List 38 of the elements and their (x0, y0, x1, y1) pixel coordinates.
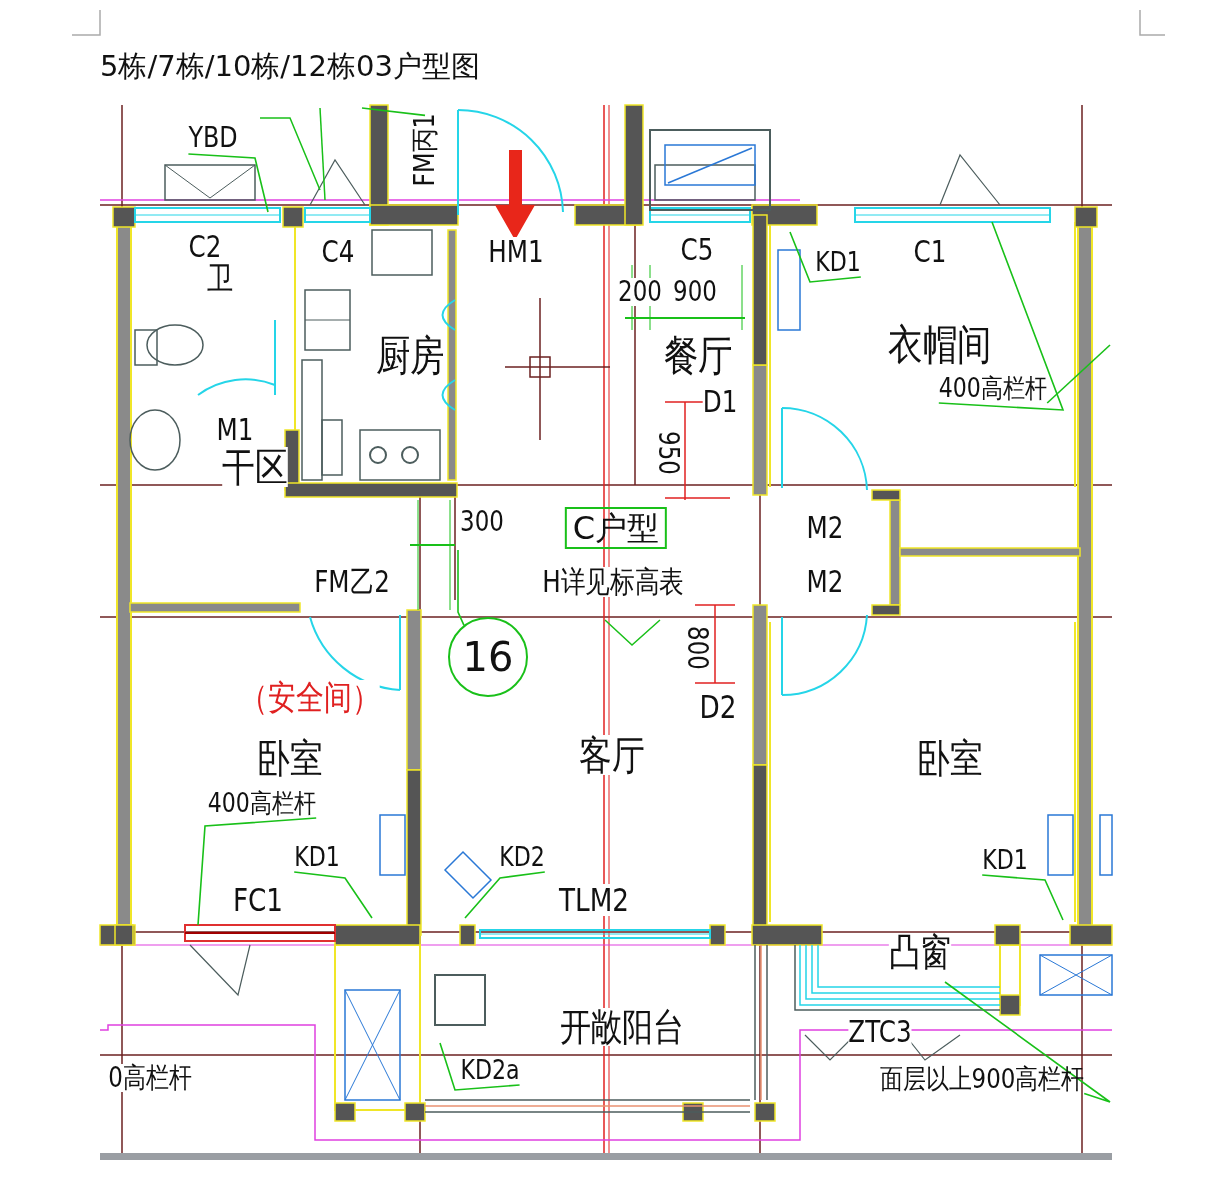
room-label: 卧室 (257, 738, 323, 778)
leader-line (1046, 344, 1111, 404)
leader-label: 400高栏杆 (207, 790, 317, 816)
leader-line (361, 107, 426, 117)
room-label: 凸窗 (888, 933, 952, 971)
leader-line (187, 153, 269, 213)
title: 5栋/7栋/10栋/12栋03户型图 (100, 52, 480, 81)
room-label: 餐厅 (663, 335, 733, 377)
leader-line (457, 549, 465, 627)
leader-line (789, 231, 862, 283)
leader-label: KD1 (294, 844, 340, 870)
dimension-label: 200 (618, 278, 662, 306)
leader-label: KD1 (982, 847, 1028, 873)
leader-line (197, 817, 317, 926)
room-label: 干区 (222, 447, 288, 487)
leader-label: 400高栏杆 (938, 375, 1048, 401)
axis-number-circle: 16 (448, 617, 528, 697)
leader-line (981, 874, 1064, 921)
leader-line (944, 981, 1111, 1103)
room-label: 衣帽间 (888, 324, 992, 366)
code-label: FM乙2 (314, 567, 390, 597)
room-label: 客厅 (579, 735, 645, 775)
leader-line (464, 871, 546, 919)
room-label: 卧室 (917, 738, 983, 778)
room-label: 卫 (206, 262, 234, 294)
leader-line (938, 221, 1065, 411)
leader-label: KD2a (460, 1057, 520, 1083)
leader-line (439, 1042, 521, 1091)
leader-label: KD2 (499, 844, 545, 870)
code-label: ZTC3 (848, 1017, 912, 1047)
room-label: 0高栏杆 (108, 1064, 192, 1092)
leader-label: YBD (188, 124, 238, 152)
leader-line (293, 871, 373, 919)
code-label: TLM2 (559, 884, 629, 916)
code-label: H详见标高表 (542, 567, 684, 597)
room-label: 厨房 (375, 335, 445, 377)
leader-label: FM丙1 (411, 113, 439, 187)
leader-label: KD1 (815, 249, 861, 275)
